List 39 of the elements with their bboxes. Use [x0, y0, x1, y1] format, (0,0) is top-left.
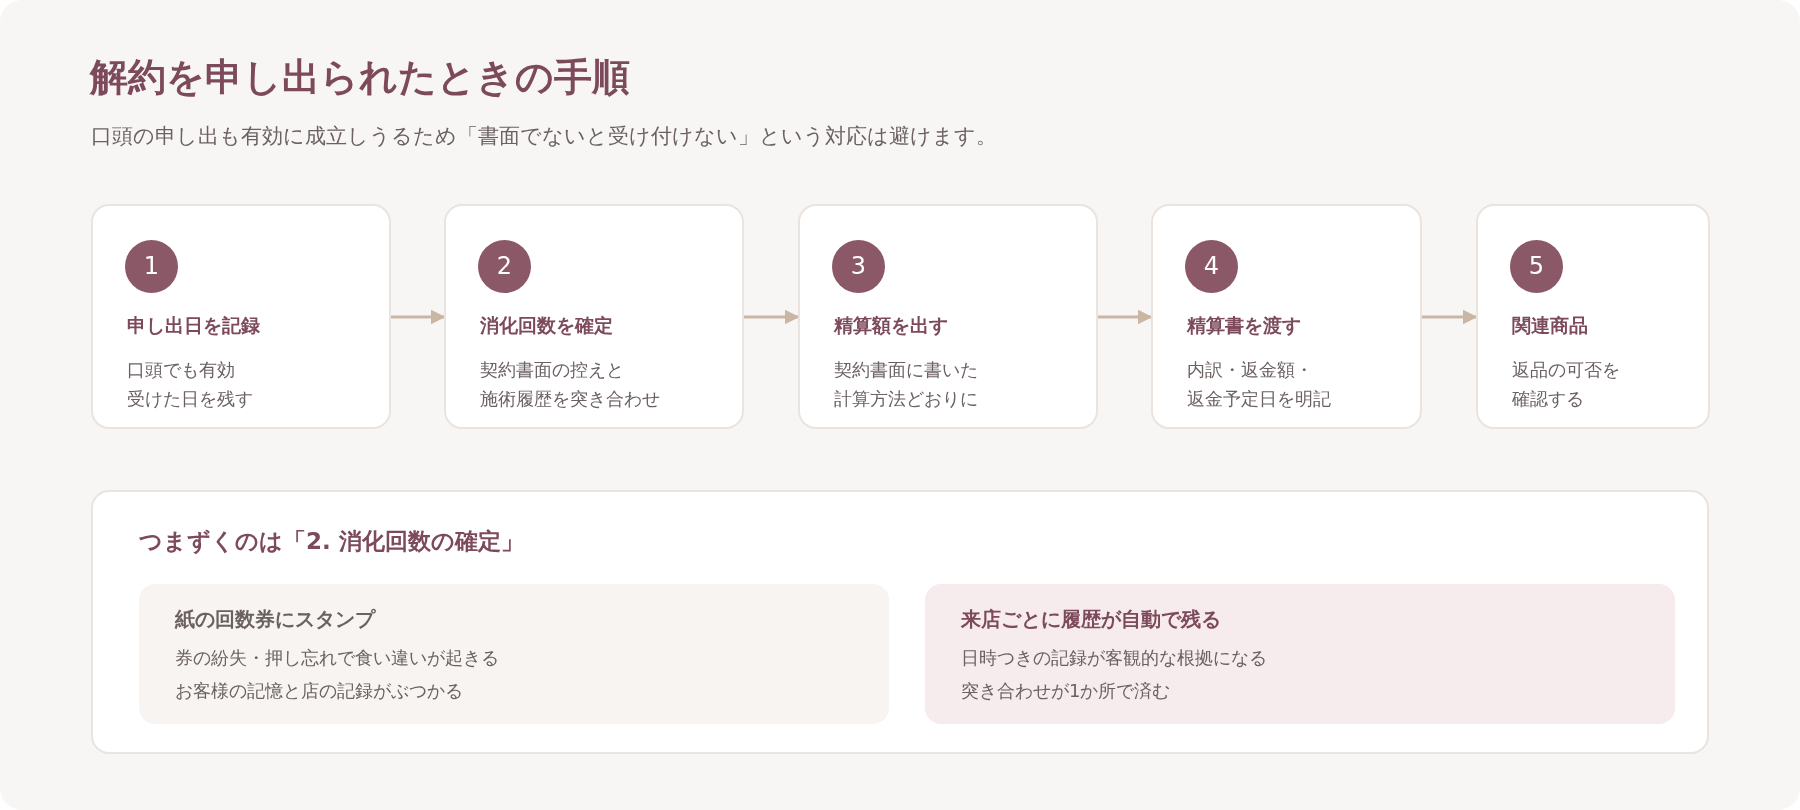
card-text: 日時つきの記録が客観的な根拠になる [961, 646, 1267, 670]
step-card [1476, 204, 1710, 429]
step-description: 契約書面に書いた [834, 359, 978, 382]
step-card [798, 204, 1098, 429]
card-heading: 来店ごとに履歴が自動で残る [961, 606, 1221, 633]
step-card [91, 204, 391, 429]
arrow [1098, 309, 1153, 325]
panel-background [91, 490, 1709, 754]
step-description: 計算方法どおりに [834, 388, 978, 411]
step-card [444, 204, 744, 429]
number-badge: 1 [125, 240, 178, 293]
number-badge: 5 [1510, 240, 1563, 293]
card-text: 突き合わせが1か所で済む [961, 679, 1171, 703]
step-description: 確認する [1512, 388, 1584, 411]
arrow [1422, 309, 1478, 325]
number-badge: 4 [1185, 240, 1238, 293]
subtitle: 口頭の申し出も有効に成立しうるため「書面でないと受け付けない」という対応は避けます。 [91, 123, 997, 150]
page-title: 解約を申し出られたときの手順 [90, 55, 630, 100]
step-heading: 精算書を渡す [1187, 313, 1301, 338]
arrow [744, 309, 800, 325]
step-description: 返品の可否を [1512, 359, 1620, 382]
arrow [391, 309, 446, 325]
card-heading: 紙の回数券にスタンプ [175, 606, 375, 633]
step-description: 返金予定日を明記 [1187, 388, 1331, 411]
number-badge: 2 [478, 240, 531, 293]
step-description: 口頭でも有効 [127, 359, 235, 382]
step-description: 内訳・返金額・ [1187, 359, 1313, 382]
card-text: 券の紛失・押し忘れで食い違いが起きる [175, 646, 499, 670]
panel-heading: つまずくのは「2. 消化回数の確定」 [139, 527, 524, 556]
step-description: 施術履歴を突き合わせ [480, 388, 660, 411]
step-heading: 消化回数を確定 [480, 313, 613, 338]
step-heading: 精算額を出す [834, 313, 948, 338]
step-description: 契約書面の控えと [480, 359, 624, 382]
step-description: 受けた日を残す [127, 388, 253, 411]
step-heading: 関連商品 [1512, 313, 1588, 338]
number-badge: 3 [832, 240, 885, 293]
card-text: お客様の記憶と店の記録がぶつかる [175, 679, 463, 703]
step-heading: 申し出日を記録 [127, 313, 260, 338]
step-card [1151, 204, 1422, 429]
